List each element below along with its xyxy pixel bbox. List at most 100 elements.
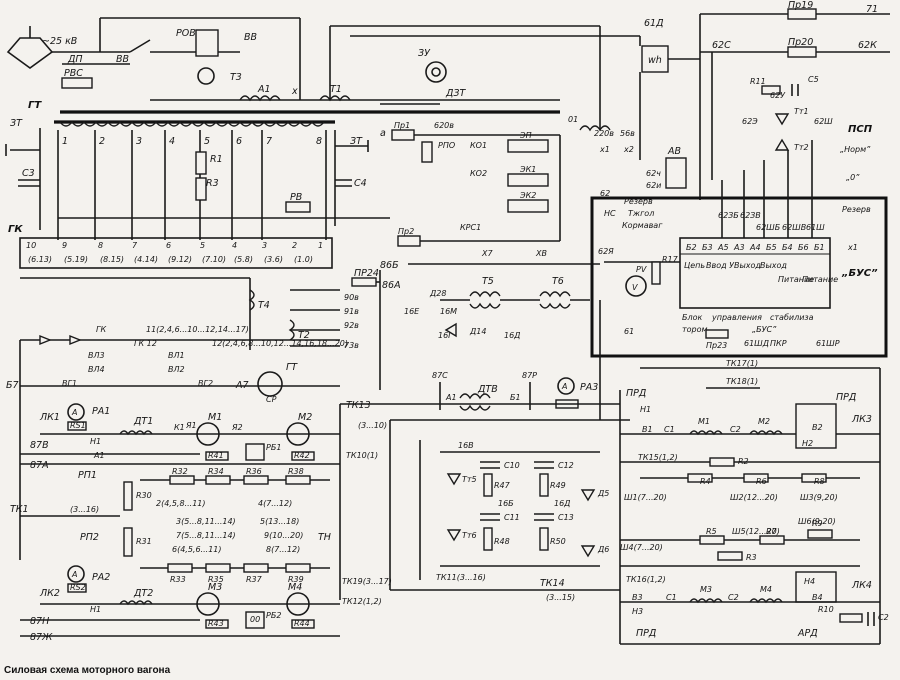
gk-num-6: 6 bbox=[166, 241, 171, 250]
62ya-label: 62Я bbox=[598, 247, 614, 256]
n1-label: Н1 bbox=[90, 437, 101, 446]
thyristor-tm1 bbox=[774, 113, 790, 126]
pr2-label: Пр2 bbox=[398, 227, 414, 236]
sh5-label: Ш5(12...20) bbox=[732, 527, 780, 536]
r2-label: R2 bbox=[738, 457, 749, 466]
c12-label: С12 bbox=[558, 461, 574, 470]
xv-label: ХВ bbox=[535, 249, 547, 258]
16b-label: 16Б bbox=[498, 499, 514, 508]
n3-label: Н3 bbox=[632, 607, 643, 616]
c4-label: С4 bbox=[354, 178, 367, 189]
tk14-steps: (3...15) bbox=[546, 593, 575, 602]
bus-pin-b5: Б5 bbox=[766, 243, 777, 252]
m4-label: М4 bbox=[288, 582, 302, 593]
ammeter-2-a: А bbox=[71, 570, 77, 579]
diode-d6 bbox=[580, 545, 596, 558]
tk18-label: ТК18(1) bbox=[726, 377, 758, 386]
62k-label: 62К bbox=[858, 40, 878, 51]
gk12-label: ГК 12 bbox=[134, 339, 157, 348]
brake-a1-label: А1 bbox=[445, 393, 457, 402]
c2b-right-label: С2 bbox=[728, 593, 739, 602]
dp-label: ДП bbox=[67, 54, 83, 65]
r44-label: R44 bbox=[294, 619, 310, 628]
a-label: а bbox=[380, 128, 386, 139]
61shr-label: 61ШР bbox=[816, 339, 840, 348]
gk-num-1: 1 bbox=[318, 241, 323, 250]
r5-label: R5 bbox=[706, 527, 717, 536]
gt-label: ГТ bbox=[28, 100, 42, 111]
620v-label: 620в bbox=[434, 121, 454, 130]
c1b-label: С1 bbox=[666, 593, 677, 602]
bus-pin-a3: А3 bbox=[733, 243, 745, 252]
gk-seq-label: 11(2,4,6...10...12,14...17) bbox=[146, 325, 249, 334]
m3-label: М3 bbox=[208, 582, 222, 593]
bus-pin-b2: Б2 bbox=[686, 243, 697, 252]
relay-rb2 bbox=[245, 611, 265, 629]
vl1-label: ВЛ1 bbox=[168, 351, 185, 360]
bus-col-input: Ввод У bbox=[706, 261, 735, 270]
62e-label: 62Э bbox=[742, 117, 758, 126]
pr24-label: ПР24 bbox=[354, 268, 379, 279]
vl2-label: ВЛ2 bbox=[168, 365, 185, 374]
wh-label: wh bbox=[648, 55, 662, 66]
gk-pos-10: (6.13) bbox=[28, 255, 52, 264]
ya1-label: Я1 bbox=[185, 421, 197, 430]
ard-label: АРД bbox=[797, 628, 818, 639]
resistor-r11 bbox=[761, 85, 781, 95]
r33-label: R33 bbox=[170, 575, 186, 584]
a1-motor-label: А1 bbox=[93, 451, 105, 460]
resistor-r30 bbox=[123, 481, 133, 511]
87n-label: 87Н bbox=[30, 616, 49, 627]
tap-3-label: 3 bbox=[136, 136, 142, 147]
d14-label: Д14 bbox=[469, 327, 486, 336]
resistor-r42 bbox=[291, 451, 315, 461]
reserve-label: Резерв bbox=[842, 205, 871, 214]
tap-1-label: 1 bbox=[62, 136, 68, 147]
rov-label: РОВ bbox=[176, 28, 196, 39]
sh1-label: Ш1(7...20) bbox=[624, 493, 667, 502]
16m-label: 16М bbox=[440, 307, 457, 316]
heater-ek1 bbox=[507, 173, 549, 187]
resistor-r17 bbox=[651, 261, 661, 285]
tk13-steps: (3...10) bbox=[358, 421, 387, 430]
automatic-switch-av bbox=[665, 157, 687, 189]
fuse-pr2 bbox=[397, 235, 421, 247]
thyristor-tm6 bbox=[446, 529, 462, 542]
resistor-r4 bbox=[687, 473, 713, 483]
motor-m4 bbox=[286, 592, 310, 616]
tap-7-label: 7 bbox=[266, 136, 272, 147]
resistor-r48 bbox=[483, 527, 493, 551]
r41-label: R41 bbox=[208, 451, 224, 460]
m2-label: М2 bbox=[298, 412, 312, 423]
r10-label: R10 bbox=[818, 605, 834, 614]
c2-capacitor-label: С2 bbox=[878, 613, 889, 622]
gk-num-8: 8 bbox=[98, 241, 103, 250]
62ch-label: 62ч bbox=[646, 169, 661, 178]
step-e-label: 7(5...8,11...14) bbox=[176, 531, 236, 540]
c13-label: С13 bbox=[558, 513, 574, 522]
diode-vl3a bbox=[39, 334, 52, 346]
r6-label: R6 bbox=[756, 477, 767, 486]
86a-label: 86А bbox=[382, 280, 401, 291]
bus-pin-b4: Б4 bbox=[782, 243, 793, 252]
r9-label: R9 bbox=[812, 519, 823, 528]
r30-label: R30 bbox=[136, 491, 152, 500]
bus-pin-a5: А5 bbox=[717, 243, 729, 252]
r36-label: R36 bbox=[246, 467, 262, 476]
bus-col-out1: Выход bbox=[734, 261, 761, 270]
step-c-label: 3(5...8,11...14) bbox=[176, 517, 236, 526]
relay-rpo bbox=[421, 141, 433, 163]
bus-pin-b3: Б3 bbox=[702, 243, 713, 252]
resistor-r32 bbox=[169, 475, 195, 485]
r17-label: R17 bbox=[662, 255, 679, 264]
86b-label: 86Б bbox=[380, 260, 399, 271]
m1-label: М1 bbox=[208, 412, 222, 423]
resistor-r38 bbox=[285, 475, 311, 485]
fuse-pr24 bbox=[351, 277, 377, 287]
pkr-label: ПКР bbox=[770, 339, 787, 348]
61shd-label: 61ШД bbox=[744, 339, 769, 348]
62-label: 62 bbox=[600, 189, 610, 198]
sh4-label: Ш4(7...20) bbox=[620, 543, 663, 552]
resistor-r37 bbox=[243, 563, 269, 573]
